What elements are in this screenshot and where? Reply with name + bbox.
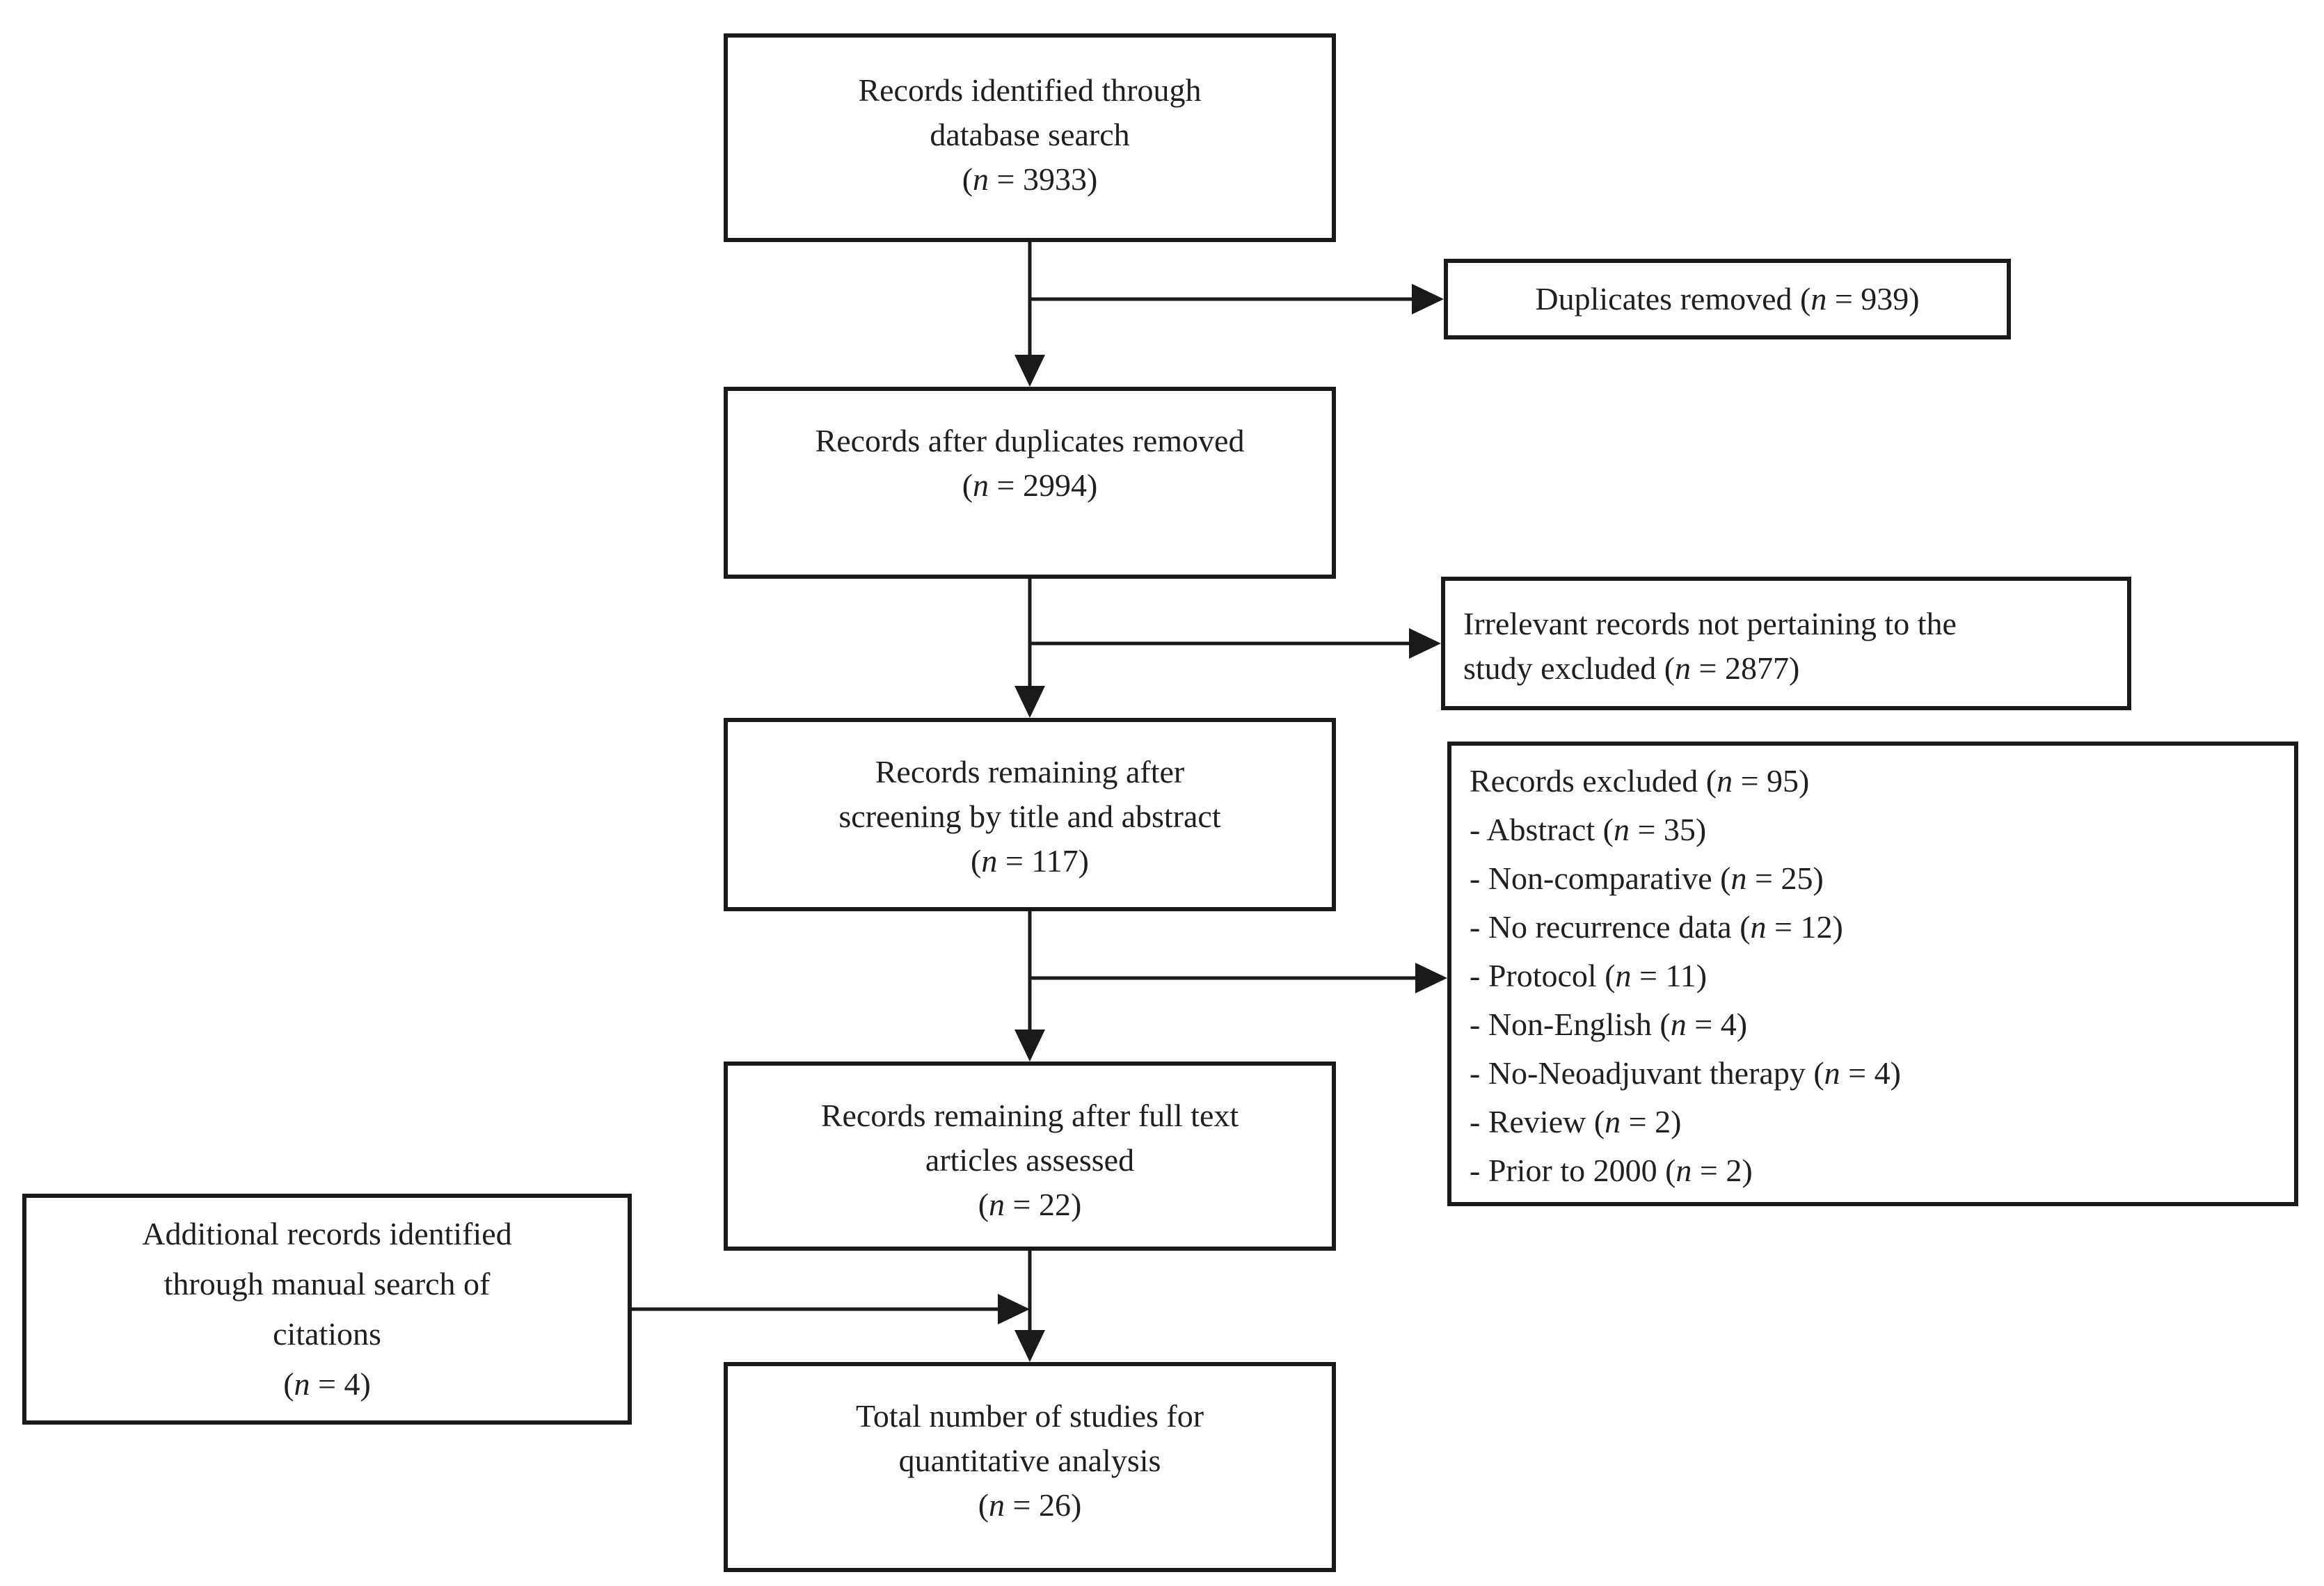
text-line: - Review (n = 2) — [1470, 1104, 1682, 1139]
box-records-after-full-text: Records remaining after full text articl… — [724, 1062, 1336, 1251]
text-line: - No recurrence data (n = 12) — [1470, 909, 1843, 945]
text-line: - Non-comparative (n = 25) — [1470, 860, 1824, 896]
text-line: (n = 117) — [971, 843, 1089, 879]
box-additional-records: Additional records identified through ma… — [22, 1194, 632, 1425]
text-line: - No-Neoadjuvant therapy (n = 4) — [1470, 1055, 1901, 1091]
text-line: quantitative analysis — [898, 1443, 1161, 1478]
text-line: - Abstract (n = 35) — [1470, 812, 1707, 847]
text-line: Additional records identified — [142, 1216, 512, 1251]
box-records-identified: Records identified through database sear… — [724, 33, 1336, 242]
arrowhead-down-full-text — [1014, 1030, 1045, 1062]
text-line: screening by title and abstract — [838, 799, 1221, 834]
box-total-studies: Total number of studies for quantitative… — [724, 1362, 1336, 1572]
text-line: Records remaining after — [875, 754, 1185, 790]
text-line: Duplicates removed (n = 939) — [1535, 281, 1920, 317]
arrowhead-down-screening — [1014, 686, 1045, 718]
text-line: study excluded (n = 2877) — [1463, 650, 1800, 686]
text-line: Irrelevant records not pertaining to the — [1463, 606, 1957, 641]
box-records-after-screening: Records remaining after screening by tit… — [724, 718, 1336, 911]
box-records-excluded-list: Records excluded (n = 95) - Abstract (n … — [1447, 742, 2298, 1206]
arrowhead-down-after-duplicates — [1014, 355, 1045, 387]
arrowhead-right-irrelevant — [1409, 628, 1441, 659]
arrowhead-right-additional — [998, 1294, 1030, 1324]
arrowhead-right-duplicates-removed — [1412, 284, 1444, 314]
text-line: (n = 3933) — [962, 161, 1098, 197]
text-line: Records identified through — [858, 72, 1202, 108]
box-duplicates-removed: Duplicates removed (n = 939) — [1444, 259, 2011, 339]
text-line: (n = 26) — [978, 1487, 1082, 1523]
text-line: - Protocol (n = 11) — [1470, 958, 1708, 993]
text-line: Records after duplicates removed — [815, 423, 1245, 458]
text-line: (n = 2994) — [962, 467, 1098, 503]
text-line: through manual search of — [164, 1266, 491, 1301]
text-line: articles assessed — [925, 1142, 1135, 1178]
arrowhead-down-total — [1014, 1330, 1045, 1362]
text-line: citations — [273, 1316, 381, 1352]
arrowhead-right-excluded-list — [1415, 963, 1447, 993]
text-line: Records excluded (n = 95) — [1470, 763, 1810, 799]
text-line: Records remaining after full text — [820, 1098, 1239, 1133]
text-line: (n = 4) — [283, 1366, 371, 1402]
text-line: Total number of studies for — [855, 1398, 1204, 1434]
text-line: database search — [930, 117, 1130, 152]
box-records-after-duplicates: Records after duplicates removed (n = 29… — [724, 387, 1336, 579]
text-line: - Prior to 2000 (n = 2) — [1470, 1153, 1753, 1188]
box-irrelevant-records-excluded: Irrelevant records not pertaining to the… — [1441, 577, 2131, 710]
text-line: - Non-English (n = 4) — [1470, 1007, 1748, 1042]
text-line: (n = 22) — [978, 1187, 1082, 1222]
